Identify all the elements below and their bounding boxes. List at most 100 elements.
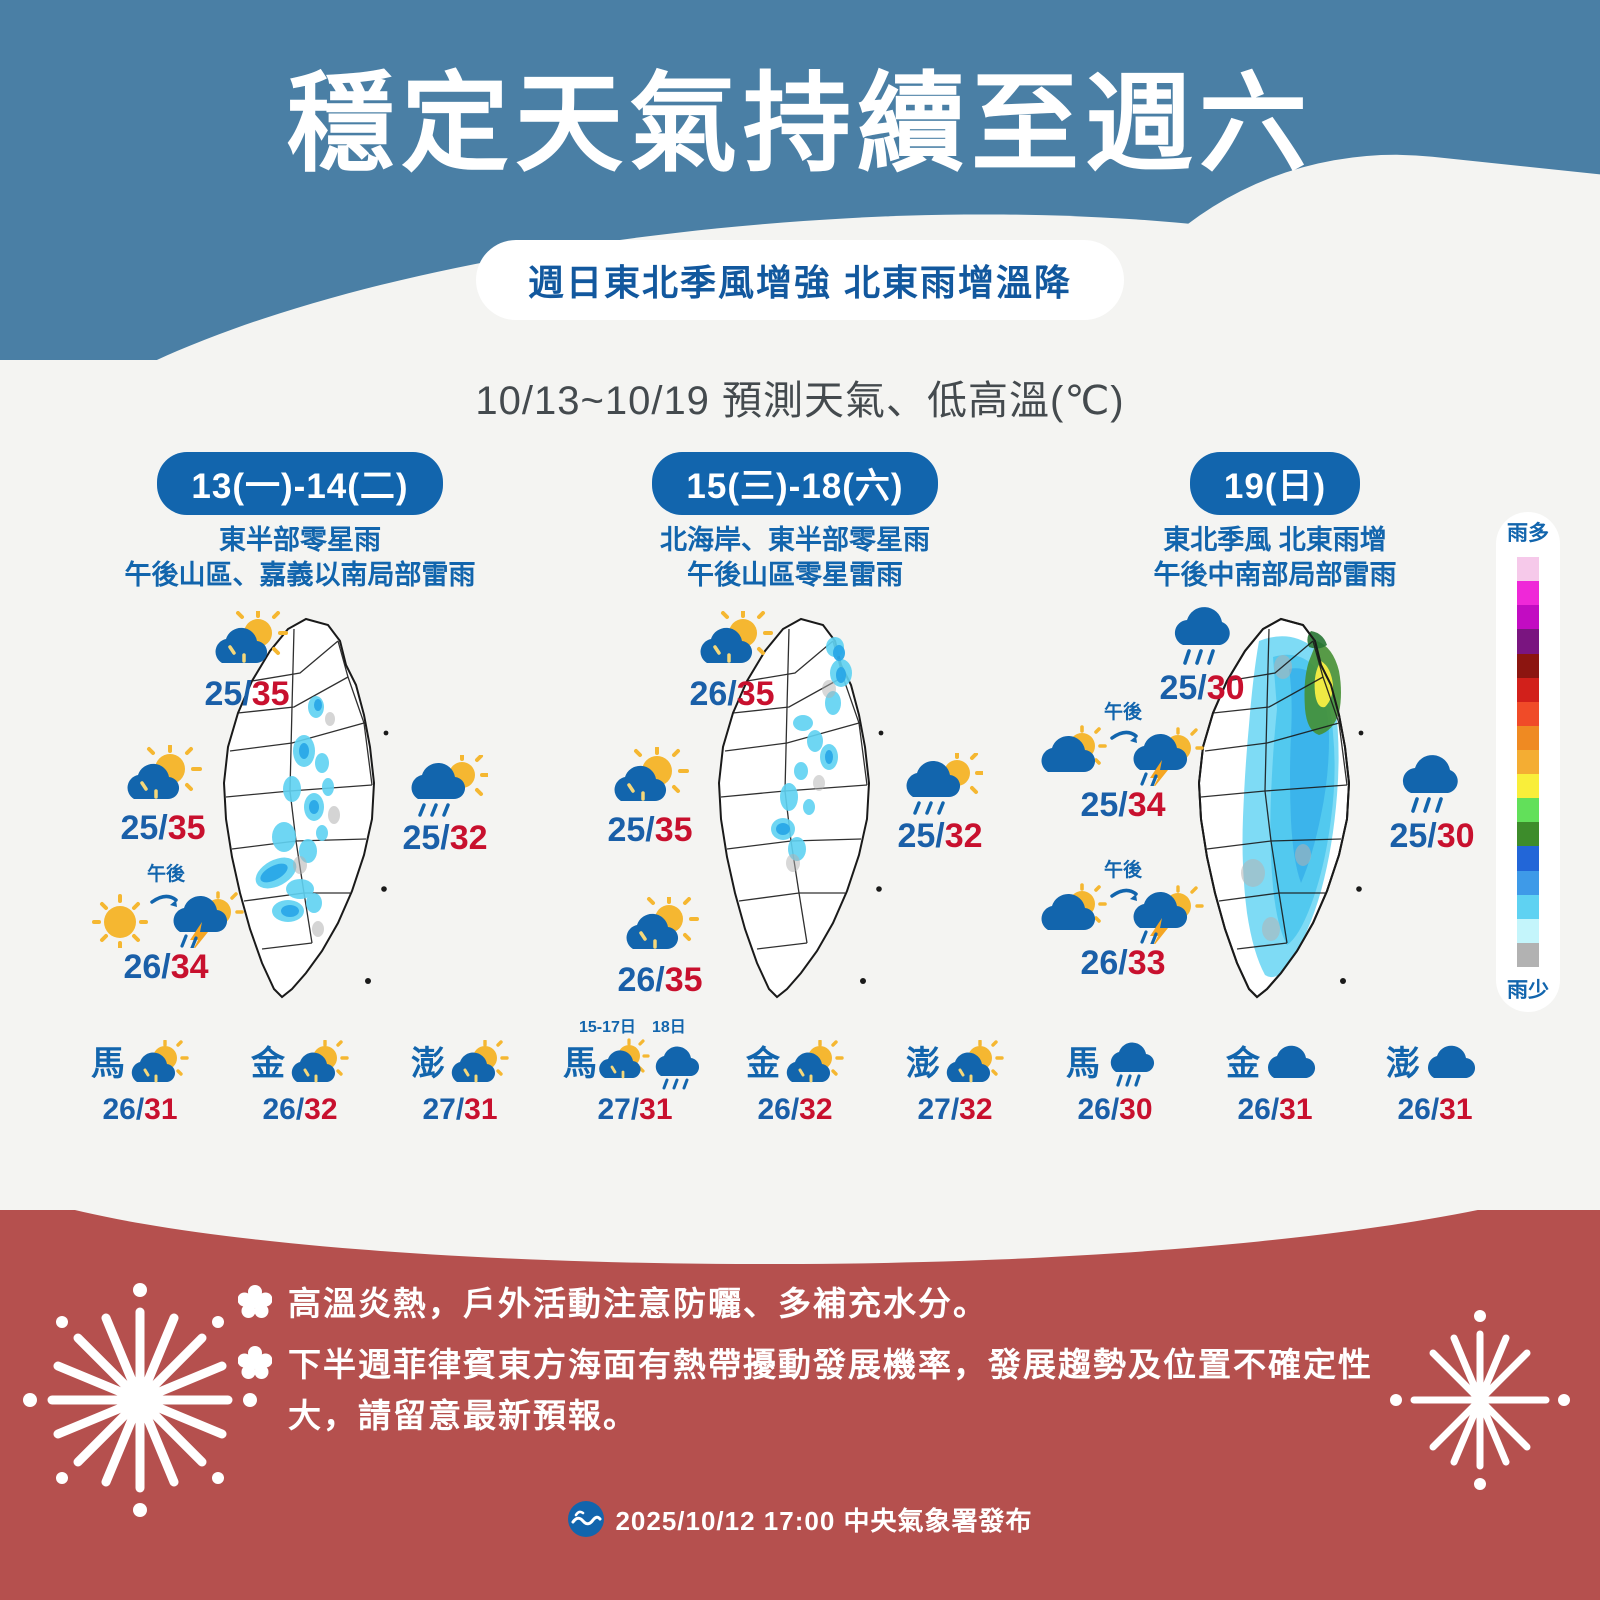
map-point-west: 25/35 — [78, 743, 248, 845]
temperature-range: 26/31 — [102, 1093, 178, 1127]
legend-swatch — [1517, 581, 1539, 606]
footer-text: 2025/10/12 17:00 中央氣象署發布 — [615, 1505, 1033, 1536]
cloud-sun-icon — [575, 895, 745, 961]
island-matsu: 馬 26/30 — [1035, 1035, 1195, 1125]
temperature-range: 25/34 — [1080, 786, 1166, 825]
island-row: 馬 — [60, 1017, 540, 1137]
map-point-east: 25/30 — [1347, 751, 1517, 853]
legend-bottom-label: 雨少 — [1507, 978, 1549, 1002]
sun-to-thunder-icon — [66, 882, 266, 949]
island-head: 馬 — [60, 1035, 220, 1093]
cloud-icon — [1268, 1045, 1316, 1079]
forecast-column-2: 19(日) 東北季風 北東雨增 午後中南部局部雷雨 — [1035, 452, 1515, 1152]
island-penghu: 澎 — [380, 1035, 540, 1125]
cloud-sun-icon — [946, 1040, 1004, 1083]
cloud-sun-icon — [451, 1040, 509, 1083]
island-matsu: 馬 — [60, 1035, 220, 1125]
forecast-columns: 13(一)-14(二) 東半部零星雨 午後山區、嘉義以南局部雷雨 — [0, 452, 1480, 1152]
forecast-range-label: 10/13~10/19 預測天氣、低高溫(℃) — [475, 379, 1125, 423]
temperature-range: 26/31 — [1397, 1093, 1473, 1127]
map-point-south: 午後 — [66, 865, 266, 984]
legend-swatch — [1517, 725, 1539, 750]
island-head: 金 — [220, 1035, 380, 1093]
cwa-wave-logo-icon — [568, 1501, 605, 1537]
island-sublabel-1: 18日 — [651, 1019, 686, 1037]
afternoon-label: 午後 — [1103, 860, 1142, 882]
temperature-range: 25/32 — [897, 817, 983, 856]
cloud-sun-icon — [786, 1040, 844, 1083]
temperature-range: 25/30 — [1389, 817, 1475, 856]
island-head: 金 — [715, 1035, 875, 1093]
map-point-west: 25/35 — [565, 745, 735, 847]
legend-swatch — [1517, 653, 1539, 678]
day-range-pill: 13(一)-14(二) — [157, 452, 443, 515]
cloudsun-to-thunder-icon — [1023, 720, 1223, 787]
cloudsun-to-thunder-icon — [1023, 878, 1223, 945]
map-point-east: 25/32 — [855, 751, 1025, 853]
island-kinmen: 金 — [715, 1035, 875, 1125]
subtitle-pill: 週日東北季風增強 北東雨增溫降 — [475, 240, 1125, 320]
temperature-range: 26/32 — [757, 1093, 833, 1127]
temperature-range: 26/31 — [1237, 1093, 1313, 1127]
cloud-sun-icon — [647, 609, 817, 675]
legend-swatch — [1517, 894, 1539, 919]
map-point-south: 午後 — [1023, 861, 1223, 980]
plum-blossom-icon — [238, 1285, 272, 1318]
day-description: 東半部零星雨 午後山區、嘉義以南局部雷雨 — [60, 523, 540, 593]
temperature-range: 26/30 — [1077, 1093, 1153, 1127]
forecast-column-1: 15(三)-18(六) 北海岸、東半部零星雨 午後山區零星雷雨 — [555, 452, 1035, 1152]
island-head: 澎 — [380, 1035, 540, 1093]
legend-colorbar — [1517, 557, 1539, 967]
map-point-north: 25/35 — [162, 609, 332, 711]
temperature-range: 26/34 — [123, 948, 209, 987]
taiwan-map-stage: 25/30 午後 — [1035, 603, 1515, 1013]
island-head: 金 — [1195, 1035, 1355, 1093]
legend-swatch — [1517, 822, 1539, 847]
legend-swatch — [1517, 629, 1539, 654]
taiwan-map-stage: 26/35 — [555, 603, 1035, 1013]
temperature-range: 27/31 — [422, 1093, 498, 1127]
legend-swatch — [1517, 798, 1539, 823]
footer: 2025/10/12 17:00 中央氣象署發布 — [0, 1500, 1600, 1538]
temperature-range: 27/32 — [917, 1093, 993, 1127]
island-head: 澎 — [1355, 1035, 1515, 1093]
day-description-line1: 東半部零星雨 — [219, 525, 381, 555]
temperature-range: 26/35 — [617, 961, 703, 1000]
legend-swatch — [1517, 749, 1539, 775]
legend-swatch — [1517, 942, 1539, 967]
map-point-west: 午後 — [1023, 703, 1223, 822]
legend-swatch — [1517, 918, 1539, 943]
legend-swatch — [1517, 846, 1539, 871]
legend-swatch — [1517, 677, 1539, 702]
temperature-range: 27/31 — [597, 1093, 673, 1127]
page-title: 穩定天氣持續至週六 — [286, 63, 1313, 184]
taiwan-map-stage: 25/35 — [60, 603, 540, 1013]
day-description-line2: 午後中南部局部雷雨 — [1153, 560, 1397, 591]
temperature-range: 26/32 — [262, 1093, 338, 1127]
cloud-sun-icon — [162, 609, 332, 675]
map-point-east: 25/32 — [360, 753, 530, 855]
notice-text: 下半週菲律賓東方海面有熱帶擾動發展機率，發展趨勢及位置不確定性大，請留意最新預報… — [288, 1346, 1373, 1435]
rain-icon — [1347, 751, 1517, 817]
notice-item: 下半週菲律賓東方海面有熱帶擾動發展機率，發展趨勢及位置不確定性大，請留意最新預報… — [238, 1339, 1438, 1441]
island-head: 馬 — [1035, 1035, 1195, 1093]
island-head: 澎 — [875, 1035, 1035, 1093]
firework-icon-left — [23, 1283, 257, 1517]
day-description-line1: 東北季風 北東雨增 — [1163, 525, 1387, 555]
cloud-sun-icon — [565, 745, 735, 811]
cloud-sun-icon — [78, 743, 248, 809]
temperature-range: 25/35 — [204, 675, 290, 714]
day-description: 東北季風 北東雨增 午後中南部局部雷雨 — [1035, 523, 1515, 593]
legend-swatch — [1517, 701, 1539, 726]
map-point-south: 26/35 — [575, 895, 745, 997]
island-sublabel-0: 15-17日 — [579, 1019, 636, 1037]
taiwan-map — [717, 618, 884, 999]
day-description-line2: 午後山區、嘉義以南局部雷雨 — [124, 560, 476, 591]
cloud-sun-rain-icon — [855, 751, 1025, 817]
plum-blossom-icon — [238, 1346, 272, 1380]
afternoon-label: 午後 — [146, 864, 185, 886]
temperature-range: 26/35 — [689, 675, 775, 714]
island-penghu: 澎 26/31 — [1355, 1035, 1515, 1125]
notice-text: 高溫炎熱，戶外活動注意防曬、多補充水分。 — [288, 1285, 988, 1322]
